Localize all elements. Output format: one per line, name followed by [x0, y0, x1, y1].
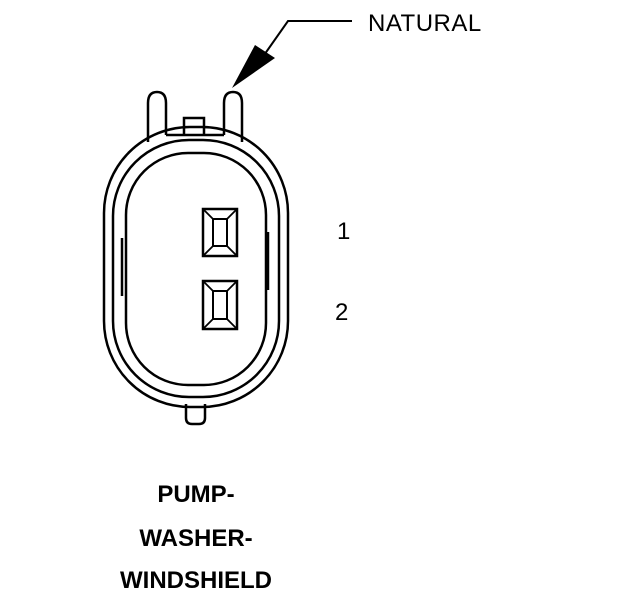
connector-inner-cavity: [124, 151, 268, 387]
caption-line-3: WINDSHIELD: [120, 567, 272, 594]
pin-1-terminal: [201, 207, 239, 258]
callout-leader: [232, 20, 352, 88]
connector-top-left-ear: [146, 90, 168, 142]
color-callout-label: NATURAL: [368, 10, 482, 37]
pin-1-label: 1: [337, 218, 351, 245]
connector-middle-body: [111, 138, 281, 399]
connector-top-right-ear: [222, 90, 244, 142]
connector-bottom-tab: [184, 404, 207, 426]
caption-line-1: PUMP-: [157, 481, 235, 508]
pin-2-terminal: [201, 279, 239, 331]
connector-outer-body: [102, 125, 290, 409]
caption-line-2: WASHER-: [139, 525, 253, 552]
pin-2-label: 2: [335, 299, 349, 326]
